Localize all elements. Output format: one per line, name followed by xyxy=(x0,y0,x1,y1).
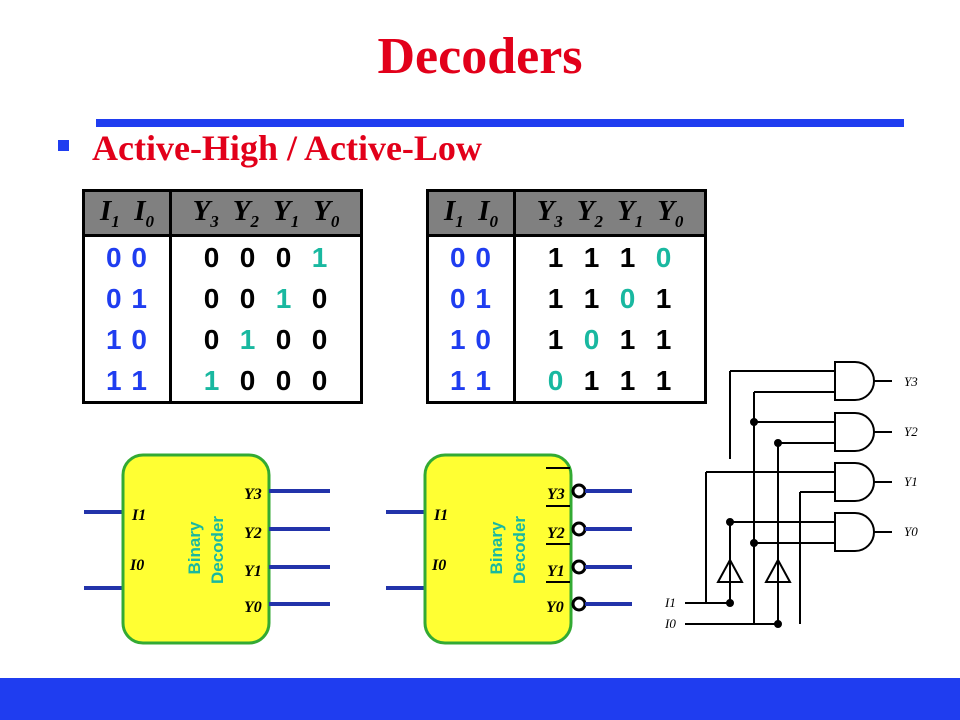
output-bit: 1 xyxy=(203,364,221,396)
output-bit: 0 xyxy=(239,241,257,273)
circuit-output-Y1: Y1 xyxy=(904,474,918,489)
header-inputs: I1 I0 xyxy=(82,189,172,237)
circuit-input-I1: I1 xyxy=(664,595,676,610)
input-cell: 1 1 xyxy=(426,360,516,404)
block1-label-decoder: Decoder xyxy=(208,516,227,584)
block2-output-Y1: Y1 xyxy=(547,563,565,580)
output-bit: 1 xyxy=(619,241,637,273)
block2-label-decoder: Decoder xyxy=(510,516,529,584)
output-bit: 0 xyxy=(275,364,293,396)
header-outputs: Y3 Y2 Y1 Y0 xyxy=(169,189,363,237)
decoder-block-active-low: I1 I0 Y3 Y2 Y1 Y0 Binary Decoder xyxy=(386,453,632,645)
output-bit: 0 xyxy=(311,323,329,355)
input-cell: 0 1 xyxy=(82,278,172,319)
header-inputs: I1 I0 xyxy=(426,189,516,237)
slide-subtitle: Active-High / Active-Low xyxy=(92,128,482,168)
block2-input-I1: I1 xyxy=(433,507,448,524)
input-cell: 0 0 xyxy=(82,235,172,278)
output-bit: 1 xyxy=(619,364,637,396)
output-bit: 0 xyxy=(583,323,601,355)
block1-output-Y3: Y3 xyxy=(244,486,262,503)
output-bit: 1 xyxy=(275,282,293,314)
input-cell: 1 0 xyxy=(426,319,516,360)
output-bit: 1 xyxy=(583,282,601,314)
output-bit: 0 xyxy=(203,323,221,355)
output-bit: 0 xyxy=(619,282,637,314)
output-bit: 1 xyxy=(583,364,601,396)
block2-input-I0: I0 xyxy=(431,557,446,574)
block2-label-binary: Binary xyxy=(487,521,506,574)
output-bit: 1 xyxy=(239,323,257,355)
output-bit: 0 xyxy=(311,364,329,396)
input-cell: 1 1 xyxy=(82,360,172,404)
circuit-input-I0: I0 xyxy=(664,616,676,631)
input-cell: 1 0 xyxy=(82,319,172,360)
decoder-block-active-high: I1 I0 Y3 Y2 Y1 Y0 Binary Decoder xyxy=(84,453,330,645)
output-bit: 1 xyxy=(311,241,329,273)
block1-input-I0: I0 xyxy=(129,557,144,574)
circuit-output-Y2: Y2 xyxy=(904,424,918,439)
circuit-output-Y0: Y0 xyxy=(904,524,918,539)
output-bit: 1 xyxy=(583,241,601,273)
output-bit: 1 xyxy=(655,323,673,355)
footer-bar xyxy=(0,678,960,720)
output-bit: 1 xyxy=(655,282,673,314)
circuit-output-Y3: Y3 xyxy=(904,374,918,389)
output-bit: 0 xyxy=(239,364,257,396)
output-bit: 1 xyxy=(547,323,565,355)
output-bit: 0 xyxy=(239,282,257,314)
block1-input-I1: I1 xyxy=(131,507,146,524)
block1-label-binary: Binary xyxy=(185,521,204,574)
input-cell: 0 1 xyxy=(426,278,516,319)
output-bit: 0 xyxy=(275,323,293,355)
output-bit: 0 xyxy=(275,241,293,273)
block2-output-Y0: Y0 xyxy=(546,599,564,616)
block2-output-Y3: Y3 xyxy=(547,486,565,503)
bullet-square-icon xyxy=(58,140,69,151)
input-cell: 0 0 xyxy=(426,235,516,278)
output-bit: 1 xyxy=(547,241,565,273)
slide-title: Decoders xyxy=(377,28,583,85)
output-bit: 0 xyxy=(655,241,673,273)
output-bit: 0 xyxy=(203,282,221,314)
output-bit: 0 xyxy=(203,241,221,273)
output-bit: 1 xyxy=(619,323,637,355)
output-bit: 0 xyxy=(547,364,565,396)
decoder-gate-circuit xyxy=(685,361,892,628)
title-rule xyxy=(96,119,904,127)
output-bit: 1 xyxy=(655,364,673,396)
header-outputs: Y3 Y2 Y1 Y0 xyxy=(513,189,707,237)
block1-output-Y1: Y1 xyxy=(244,563,262,580)
output-bit: 0 xyxy=(311,282,329,314)
block2-output-Y2: Y2 xyxy=(547,525,565,542)
output-bit: 1 xyxy=(547,282,565,314)
block1-output-Y2: Y2 xyxy=(244,525,262,542)
block1-output-Y0: Y0 xyxy=(244,599,262,616)
